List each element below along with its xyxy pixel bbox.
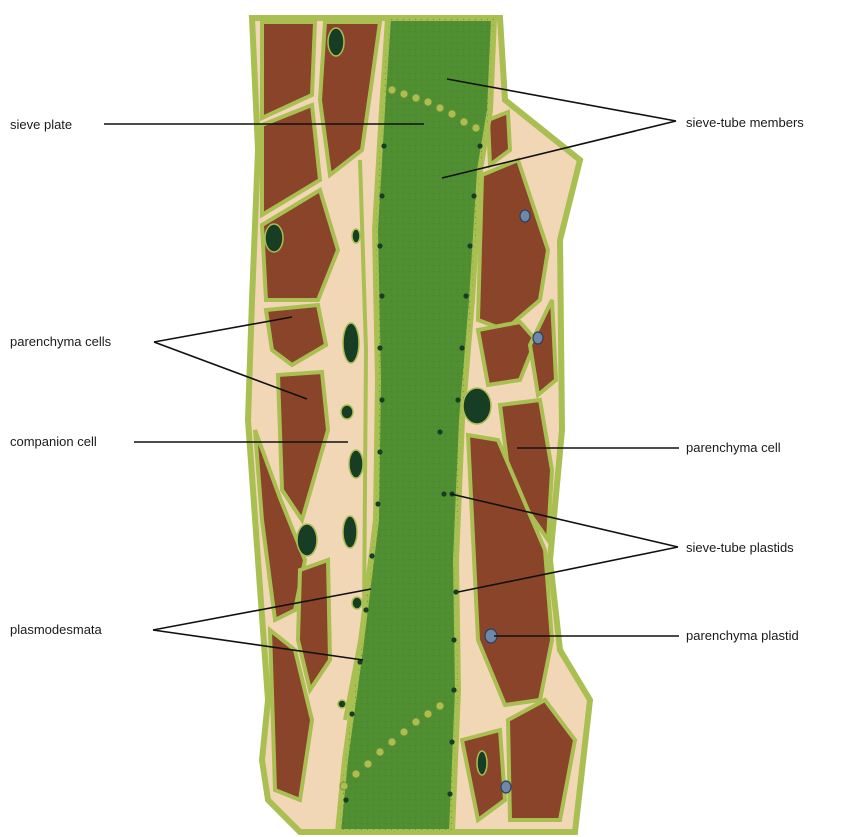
label-sieve-tube-plastids: sieve-tube plastids <box>686 540 794 555</box>
label-sieve-plate: sieve plate <box>10 117 72 132</box>
label-parenchyma-cell: parenchyma cell <box>686 440 781 455</box>
label-sieve-tube-members: sieve-tube members <box>686 115 804 130</box>
label-plasmodesmata: plasmodesmata <box>10 622 103 637</box>
label-companion-cell: companion cell <box>10 434 97 449</box>
label-parenchyma-plastid: parenchyma plastid <box>686 628 799 643</box>
label-parenchyma-cells: parenchyma cells <box>10 334 112 349</box>
